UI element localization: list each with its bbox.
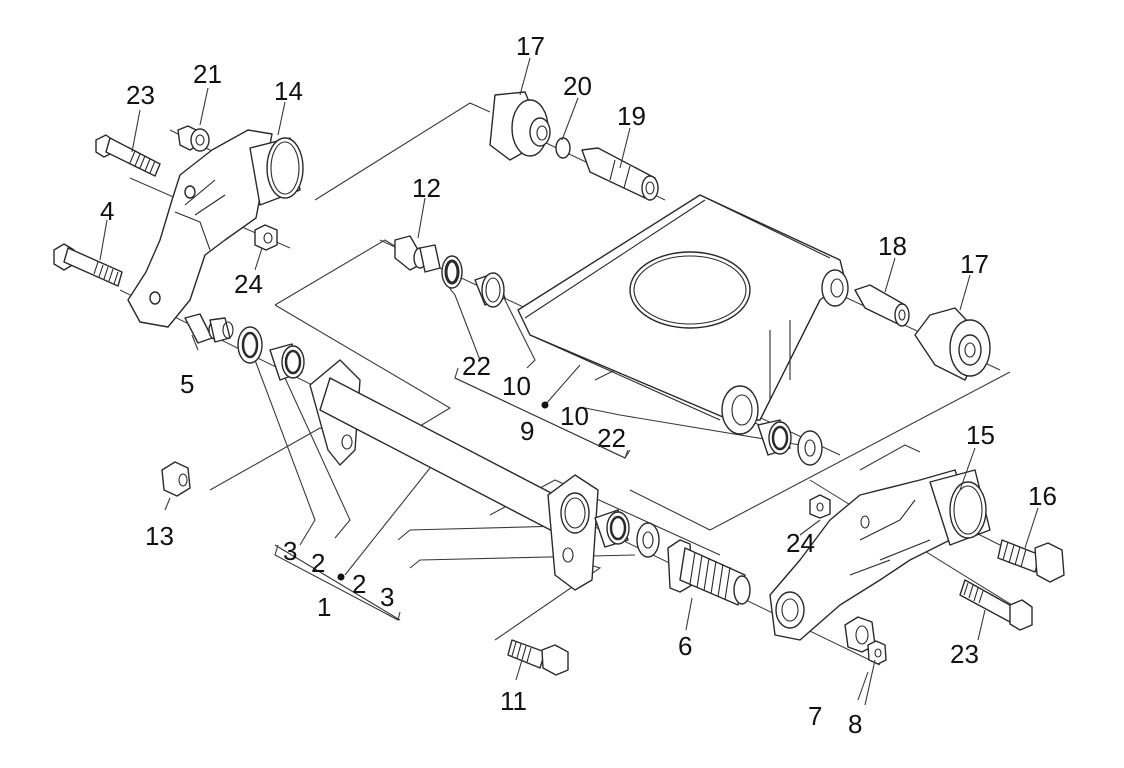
leader-10a: [499, 289, 536, 369]
shaft-1: [309, 359, 599, 591]
leader-15-top: [859, 444, 921, 471]
callout-3-right: 3: [380, 582, 394, 612]
callout-17-top: 17: [516, 31, 545, 61]
nut-21: [177, 125, 210, 152]
callout-18: 18: [878, 231, 907, 261]
leader-14-17: [314, 102, 491, 201]
callout-6: 6: [678, 631, 692, 661]
leader-1: [344, 467, 431, 576]
leader-2a: [284, 377, 351, 539]
callout-22-left: 22: [462, 351, 491, 381]
group-brackets: [274, 367, 629, 621]
bushing-17-right: [914, 307, 991, 381]
leader-2b: [397, 524, 601, 541]
callout-20: 20: [563, 71, 592, 101]
bolt-4: [53, 243, 123, 287]
nut-13: [161, 461, 191, 497]
assembly-dot-9: [541, 401, 549, 409]
bolt-11: [507, 639, 569, 676]
callout-14: 14: [274, 76, 303, 106]
callout-10-right: 10: [560, 401, 589, 431]
circlip-20: [555, 137, 571, 159]
callout-15: 15: [966, 420, 995, 450]
leader-1-bracket: [274, 544, 401, 621]
bearing-2-left: [269, 343, 305, 381]
nut-24-right: [809, 494, 831, 519]
leader-17-15: [629, 371, 1011, 531]
callout-8: 8: [848, 709, 862, 739]
sleeve-18: [854, 284, 910, 327]
leader-13: [209, 427, 333, 491]
callout-12: 12: [412, 173, 441, 203]
leader-3b: [409, 554, 636, 569]
assembly-dot-1: [337, 573, 345, 581]
leader-frame-lower: [274, 304, 452, 427]
bolt-23-bottom: [959, 579, 1033, 631]
callout-16: 16: [1028, 481, 1057, 511]
callout-23-bottom: 23: [950, 639, 979, 669]
nut-7: [844, 616, 876, 653]
swingarm-9: [517, 194, 849, 435]
seal-22-top: [441, 255, 463, 289]
nut-24-left: [254, 224, 278, 251]
sleeve-19: [581, 147, 659, 201]
spacer-5: [184, 313, 234, 344]
callout-24-left: 24: [234, 269, 263, 299]
callout-7: 7: [808, 701, 822, 731]
callout-22-right: 22: [597, 423, 626, 453]
callout-5: 5: [180, 369, 194, 399]
callout-24-right: 24: [786, 528, 815, 558]
pin-12: [394, 235, 441, 273]
callout-19: 19: [617, 101, 646, 131]
nut-8: [867, 640, 887, 665]
callout-17-right: 17: [960, 249, 989, 279]
callout-1: 1: [317, 592, 331, 622]
leader-9-dot: [544, 364, 581, 406]
bearing-2-right: [594, 509, 630, 548]
bushing-17-top: [489, 91, 551, 161]
leader-22a: [444, 281, 481, 361]
callout-4: 4: [100, 196, 114, 226]
callout-labels: 17 20 19 21 23 14 4 24 12 18 17 5 22 10 …: [100, 31, 1057, 739]
callout-3-left: 3: [283, 536, 297, 566]
seal-22-bottom: [797, 430, 823, 466]
callout-2-right: 2: [352, 569, 366, 599]
bolt-16: [997, 539, 1065, 583]
bracket-14: [127, 129, 304, 328]
callout-leaders: [99, 57, 1039, 706]
seal-3-right: [636, 522, 660, 558]
callout-9: 9: [520, 416, 534, 446]
callout-2-left: 2: [311, 548, 325, 578]
callout-10-left: 10: [502, 371, 531, 401]
leader-22b: [584, 407, 801, 446]
callout-11: 11: [500, 686, 527, 716]
leader-3a: [254, 359, 316, 546]
callout-13: 13: [145, 521, 174, 551]
bolt-23-top: [95, 134, 161, 177]
seal-3-left: [237, 326, 263, 364]
bolt-6: [667, 539, 751, 606]
callout-21: 21: [193, 59, 222, 89]
bearing-10-top: [474, 272, 506, 308]
bearing-10-bottom: [757, 419, 792, 456]
bracket-15: [769, 469, 991, 641]
callout-23-top: 23: [126, 80, 155, 110]
